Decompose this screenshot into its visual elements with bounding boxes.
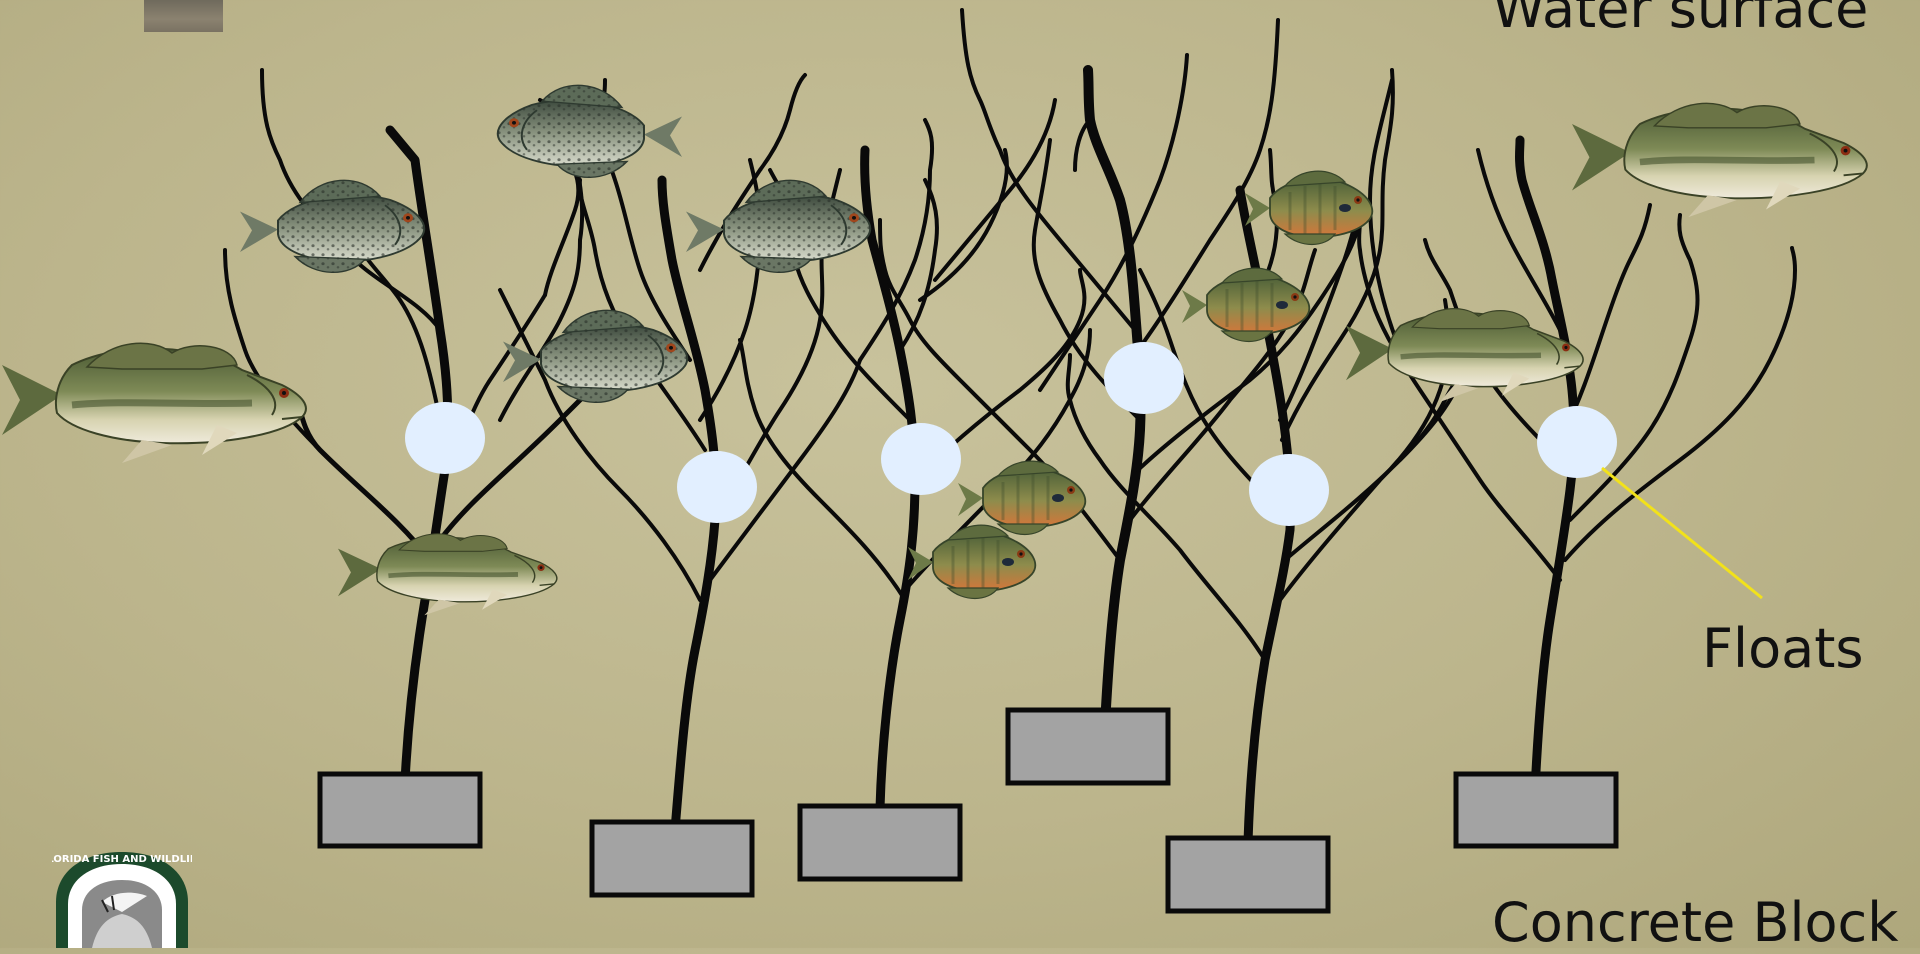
fish-bass-2 <box>1572 103 1867 217</box>
floats-pointer-line <box>1602 468 1762 598</box>
fish-bluegill-2 <box>1182 268 1309 341</box>
float-1 <box>405 402 485 474</box>
float-5 <box>1249 454 1329 526</box>
fish-crappie-4 <box>498 85 682 177</box>
fish-bass-4 <box>338 534 557 615</box>
concrete-block-label: Concrete Block <box>1492 896 1899 950</box>
float-2 <box>677 451 757 523</box>
water-surface-label: Water surface <box>1492 0 1868 36</box>
float-4 <box>1104 342 1184 414</box>
fwc-logo: FLORIDA FISH AND WILDLIFE <box>52 852 192 948</box>
fish-bluegill-3 <box>958 461 1085 534</box>
concrete-block-4 <box>1008 710 1168 783</box>
fish-bass-1 <box>2 343 306 463</box>
float-6 <box>1537 406 1617 478</box>
fish-bluegill-4 <box>908 525 1035 598</box>
thumbnail-image <box>144 0 223 32</box>
concrete-block-6 <box>1456 774 1616 846</box>
concrete-block-2 <box>592 822 752 895</box>
floats-label: Floats <box>1702 622 1864 676</box>
concrete-block-1 <box>320 774 480 846</box>
float-3 <box>881 423 961 495</box>
concrete-block-3 <box>800 806 960 879</box>
concrete-blocks <box>320 710 1616 911</box>
concrete-block-5 <box>1168 838 1328 911</box>
logo-text: FLORIDA FISH AND WILDLIFE <box>52 854 192 865</box>
fish-crappie-2 <box>686 180 870 272</box>
fish-crappie-3 <box>503 310 687 402</box>
fish-crappie-1 <box>240 180 424 272</box>
